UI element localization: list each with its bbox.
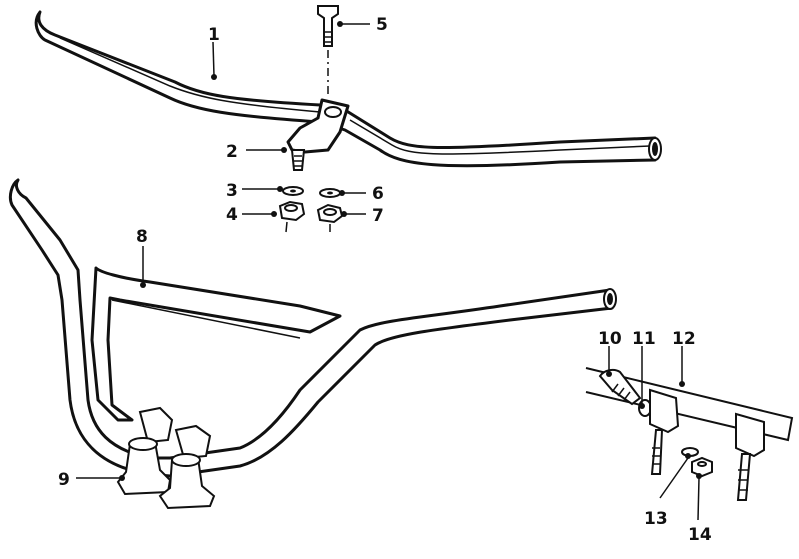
callout-9: 9 (58, 470, 70, 490)
leader-lines (76, 21, 702, 521)
callout-4: 4 (226, 205, 238, 225)
lower-handlebar (8, 178, 617, 478)
callout-2: 2 (226, 142, 238, 162)
washer-6 (319, 188, 341, 198)
bolt-5 (317, 5, 339, 98)
callout-labels: 1 2 3 4 5 6 7 8 9 10 11 12 13 14 (58, 15, 712, 545)
callout-14: 14 (688, 525, 712, 545)
callout-10: 10 (598, 329, 622, 349)
callout-8: 8 (136, 227, 148, 247)
stem-clamp (286, 98, 350, 171)
callout-12: 12 (672, 329, 696, 349)
callout-7: 7 (372, 206, 384, 226)
nut-4 (278, 200, 306, 233)
washer-3 (282, 186, 304, 196)
callout-3: 3 (226, 181, 238, 201)
callout-13: 13 (644, 509, 668, 529)
callout-5: 5 (376, 15, 388, 35)
callout-6: 6 (372, 184, 384, 204)
callout-11: 11 (632, 329, 656, 349)
callout-1: 1 (208, 25, 220, 45)
risers (116, 406, 216, 510)
nut-7 (316, 203, 344, 234)
upper-handlebar (34, 10, 662, 168)
clamp-detail (585, 367, 794, 501)
